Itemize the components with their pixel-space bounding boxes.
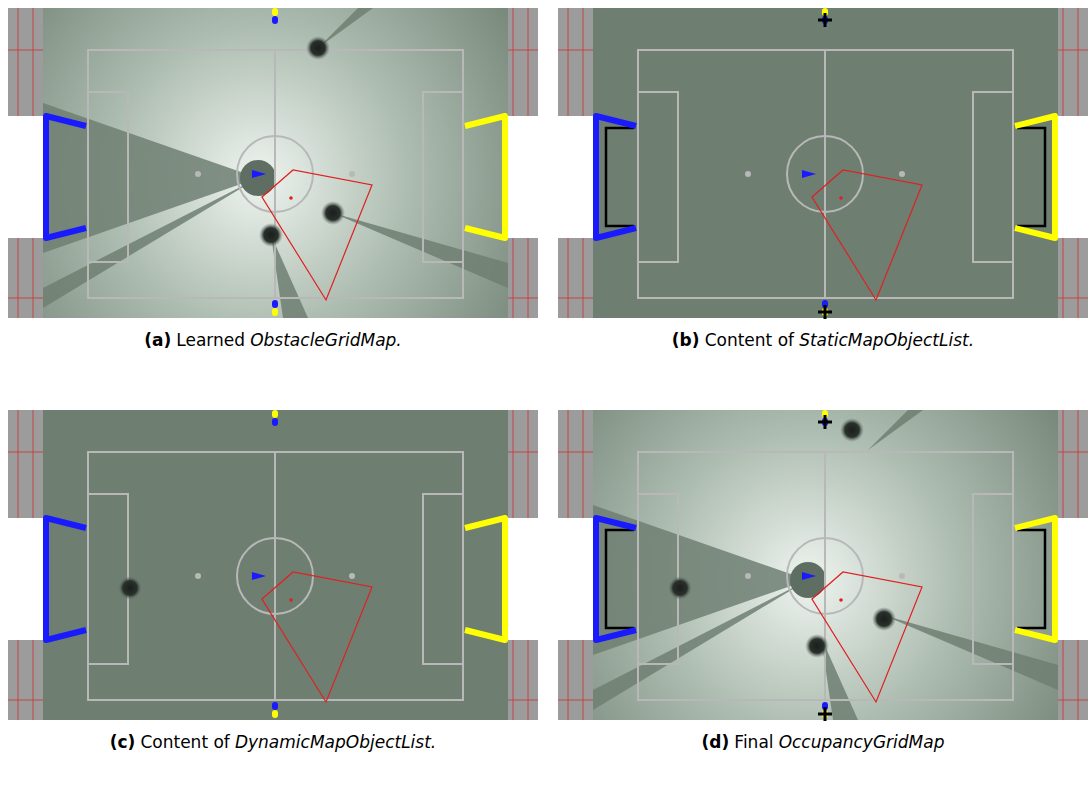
- caption-text: Content of: [705, 330, 794, 350]
- caption-text: Learned: [176, 330, 245, 350]
- yellow-goal: [1015, 518, 1055, 640]
- field-of-view: [262, 170, 372, 300]
- field-line: [88, 50, 463, 298]
- robot-pose: [252, 170, 266, 178]
- goal-area: [558, 116, 593, 238]
- panel-caption: (b)Content ofStaticMapObjectList.: [672, 330, 974, 350]
- grid-map-panel: [558, 410, 1088, 721]
- field-carpet: [43, 410, 508, 720]
- caption-text: ObstacleGridMap.: [250, 330, 402, 350]
- grid-map-panel: [8, 8, 538, 318]
- caption-text: (d): [702, 732, 730, 752]
- caption-text: Content of: [140, 732, 229, 752]
- blue-goal: [596, 116, 636, 238]
- panel-caption: (d)Final OccupancyGridMap: [702, 732, 945, 752]
- field-line: [638, 452, 1013, 700]
- shadow-ray: [43, 103, 258, 253]
- shadow-ray: [868, 410, 923, 450]
- field-of-view: [262, 572, 372, 702]
- robot-footprint: [790, 562, 826, 598]
- shadow-ray: [883, 615, 1058, 690]
- blue-goal: [46, 518, 86, 640]
- yellow-goal: [465, 518, 505, 640]
- robot-pose: [252, 572, 266, 580]
- pole-marker: [818, 305, 832, 319]
- field-carpet: [593, 8, 1058, 318]
- obstacle-blob: [321, 201, 345, 225]
- obstacle-blob: [306, 36, 330, 60]
- field-carpet: [43, 8, 508, 318]
- shadow-ray: [333, 213, 508, 288]
- panel-caption: (a)LearnedObstacleGridMap.: [144, 330, 402, 350]
- field-line: [638, 50, 1013, 298]
- caption-text: (c): [110, 732, 136, 752]
- obstacle-blob: [872, 607, 896, 631]
- obstacle-blob: [805, 634, 829, 658]
- yellow-goal: [1015, 116, 1055, 238]
- robot-footprint: [240, 160, 276, 196]
- caption-text: (b): [672, 330, 700, 350]
- caption-text: OccupancyGridMap: [779, 732, 945, 752]
- caption-text: StaticMapObjectList.: [799, 330, 974, 350]
- caption-text: DynamicMapObjectList.: [235, 732, 436, 752]
- obstacle-blob: [668, 576, 692, 600]
- yellow-goal: [465, 116, 505, 238]
- goal-area: [558, 518, 593, 640]
- field-carpet: [593, 410, 1058, 720]
- shadow-ray: [593, 505, 808, 655]
- shadow-ray: [593, 580, 808, 710]
- robot-pose: [802, 572, 816, 580]
- pole-marker: [818, 13, 832, 27]
- caption-text: Final: [734, 732, 773, 752]
- grid-map-panel: [8, 410, 538, 720]
- pole-marker: [818, 707, 832, 721]
- pole-marker: [818, 415, 832, 429]
- blue-goal: [46, 116, 86, 238]
- grid-map-panel: [558, 8, 1088, 319]
- blue-goal: [596, 518, 636, 640]
- shadow-ray: [271, 235, 308, 318]
- field-of-view: [812, 170, 922, 300]
- field-line: [88, 452, 463, 700]
- robot-pose: [802, 170, 816, 178]
- goal-area: [8, 518, 43, 640]
- obstacle-blob: [840, 418, 864, 442]
- field-of-view: [812, 572, 922, 702]
- obstacle-blob: [118, 576, 142, 600]
- obstacle-blob: [259, 223, 283, 247]
- goal-area: [8, 116, 43, 238]
- panel-caption: (c)Content of DynamicMapObjectList.: [110, 732, 437, 752]
- caption-text: (a): [144, 330, 171, 350]
- shadow-ray: [43, 178, 258, 308]
